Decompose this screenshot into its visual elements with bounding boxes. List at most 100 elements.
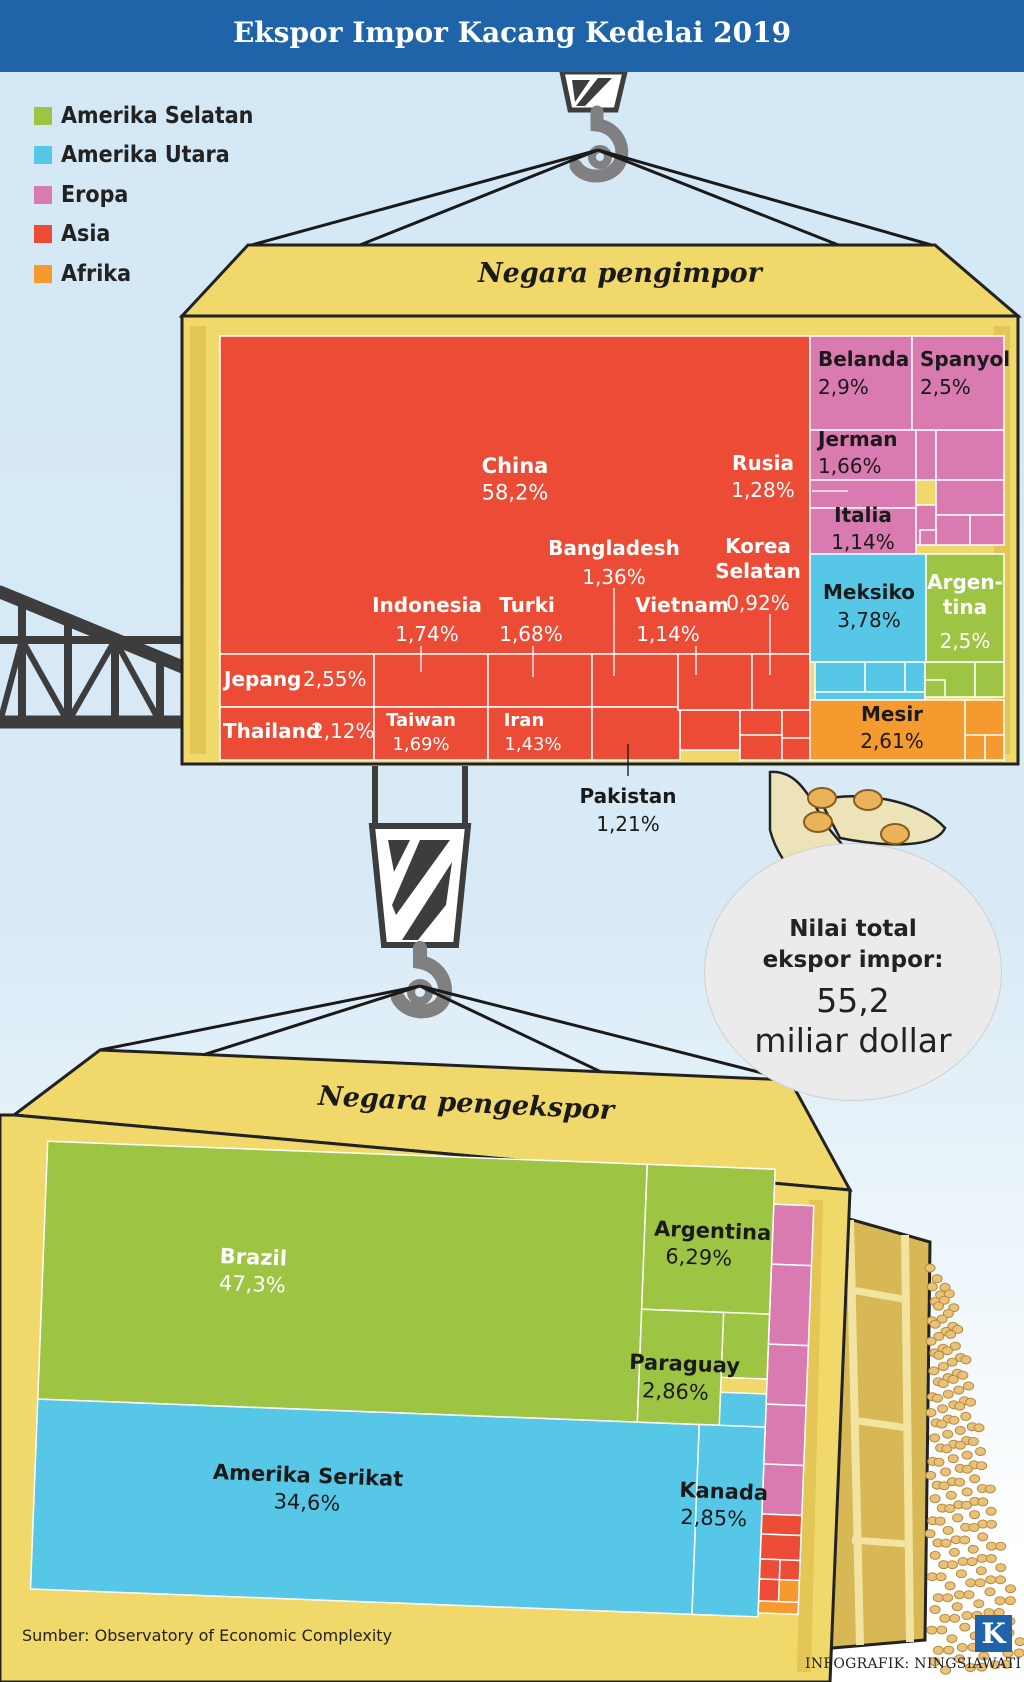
treemap-value-indonesia: 1,74% xyxy=(395,622,459,646)
treemap-cell-other xyxy=(919,529,937,546)
treemap-cell-vietnam xyxy=(677,653,753,711)
treemap-label-argentina: Argen- xyxy=(927,570,1003,594)
soybean xyxy=(973,1423,985,1433)
total-value: 55,2 miliar dollar xyxy=(705,981,1001,1061)
treemap-value-argentina: 6,29% xyxy=(665,1244,733,1271)
soybean xyxy=(1001,1659,1012,1669)
soybean xyxy=(934,1516,946,1526)
legend-swatch xyxy=(34,106,52,125)
soybean xyxy=(936,1314,948,1324)
soybean xyxy=(963,1590,975,1600)
soybean-pile xyxy=(924,1263,1024,1675)
treemap-cell-amerika-serikat xyxy=(29,1398,701,1616)
soybean xyxy=(1004,1596,1016,1606)
treemap-label-italia: Italia xyxy=(834,503,892,527)
soybean xyxy=(986,1519,997,1529)
soybean xyxy=(929,1433,941,1443)
soybean xyxy=(956,1643,968,1652)
treemap-label-meksiko: Meksiko xyxy=(823,580,915,604)
soybean xyxy=(967,1437,979,1446)
soybean xyxy=(942,1525,954,1535)
soybean xyxy=(946,1560,958,1570)
soybean xyxy=(925,1470,937,1480)
export-slings xyxy=(13,984,851,1192)
source-note: Sumber: Observatory of Economic Complexi… xyxy=(22,1626,393,1645)
soybean xyxy=(994,1596,1006,1606)
soybean xyxy=(946,1634,958,1644)
soybean xyxy=(977,1497,989,1507)
soybean xyxy=(939,1613,951,1623)
treemap-cell-other xyxy=(864,661,906,693)
soybean xyxy=(976,1662,988,1672)
soybean xyxy=(929,1550,941,1560)
legend-label: Asia xyxy=(61,221,111,248)
legend-item: Amerika Selatan xyxy=(34,96,253,136)
total-value-line2: miliar dollar xyxy=(754,1021,952,1060)
soybean xyxy=(974,1578,986,1588)
publisher-logo: K xyxy=(975,1615,1012,1652)
treemap-cell-other xyxy=(969,514,1005,546)
soybean xyxy=(931,1393,943,1403)
soybean xyxy=(995,1563,1007,1573)
treemap-value-thailand: 2,12% xyxy=(311,719,375,743)
treemap-label-rusia: Rusia xyxy=(732,451,794,475)
soybean xyxy=(933,1457,945,1467)
legend-label: Amerika Utara xyxy=(61,142,230,169)
treemap-cell-taiwan xyxy=(373,706,489,761)
treemap-cell-other xyxy=(765,1343,810,1407)
soybean xyxy=(953,1590,965,1600)
treemap-label-iran: Iran xyxy=(504,710,545,731)
treemap-cell-other xyxy=(767,1263,813,1347)
treemap-cell-other xyxy=(935,479,1005,516)
treemap-cell-jerman xyxy=(809,429,917,481)
treemap-value-turki: 1,68% xyxy=(499,622,563,646)
treemap-value-belanda: 2,9% xyxy=(818,375,869,399)
treemap-cell-other xyxy=(760,1513,803,1537)
soybean xyxy=(925,1336,937,1346)
soybean xyxy=(929,1494,941,1504)
treemap-cell-kanada xyxy=(691,1423,767,1618)
treemap-label-korea-selatan: Korea xyxy=(725,534,791,558)
legend-item: Amerika Utara xyxy=(34,136,253,176)
soybean xyxy=(965,1663,976,1672)
soybean xyxy=(961,1450,973,1460)
treemap-value-iran: 1,43% xyxy=(504,734,561,755)
treemap-cell-other xyxy=(757,1600,800,1616)
legend-item: Afrika xyxy=(34,254,253,294)
soybean xyxy=(932,1645,944,1655)
soybean xyxy=(947,1374,959,1384)
treemap-cell-other xyxy=(935,514,971,546)
treemap-cell-bangladesh xyxy=(591,653,679,708)
treemap-value-mesir: 2,61% xyxy=(860,729,924,753)
treemap-label-thailand: Thailand xyxy=(223,719,320,743)
soybean xyxy=(961,1611,973,1620)
soybean xyxy=(924,1263,936,1273)
treemap-cell-iran xyxy=(487,706,593,761)
soybean xyxy=(940,1665,952,1675)
treemap-label-paraguay: Paraguay xyxy=(629,1350,741,1378)
treemap-cell-turki xyxy=(487,653,593,708)
soybean xyxy=(955,1569,967,1579)
treemap-label-argentina: tina xyxy=(943,595,987,619)
treemap-label-spanyol: Spanyol xyxy=(920,347,1010,371)
treemap-cell-brazil xyxy=(36,1140,649,1423)
soybean xyxy=(978,1651,990,1661)
treemap-value-jerman: 1,66% xyxy=(818,454,882,478)
soybean xyxy=(926,1625,938,1635)
treemap-label-kanada: Kanada xyxy=(679,1478,769,1505)
crane-truss xyxy=(0,585,192,729)
soybean xyxy=(929,1605,941,1614)
soybean xyxy=(941,1444,953,1454)
legend-swatch xyxy=(34,146,52,165)
treemap-cell-pakistan xyxy=(591,706,681,761)
treemap-cell-other xyxy=(964,734,986,761)
treemap-cell-other xyxy=(778,1558,801,1582)
treemap-label-vietnam: Vietnam xyxy=(635,593,729,617)
soybean xyxy=(960,1355,972,1365)
soybean xyxy=(940,1538,952,1548)
treemap-cell-other xyxy=(763,1403,807,1467)
